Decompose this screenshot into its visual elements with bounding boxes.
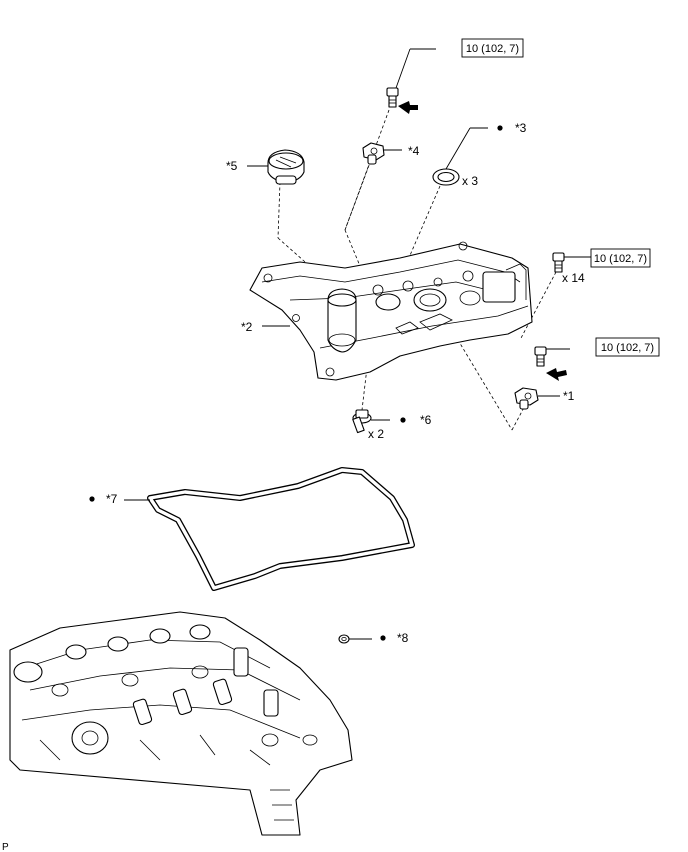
- torque-spec-sensor-bolt: 10 (102, 7): [595, 337, 660, 357]
- oil-filler-cap-icon: [267, 149, 305, 185]
- new-part-dot-icon: [89, 496, 95, 502]
- new-part-dot-icon: [497, 125, 503, 131]
- camshaft-sensor-icon: [514, 387, 539, 410]
- svg-text:10 (102, 7): 10 (102, 7): [601, 342, 654, 354]
- callout-3: *3: [515, 121, 527, 135]
- small-gasket-icon: [338, 634, 350, 644]
- torque-spec-top-bolt: 10 (102, 7): [461, 38, 524, 58]
- svg-text:10 (102, 7): 10 (102, 7): [594, 253, 647, 265]
- cylinder-head-icon: [9, 611, 353, 836]
- front-arrow-icon: [546, 368, 567, 381]
- svg-text:10 (102, 7): 10 (102, 7): [466, 43, 519, 55]
- sensor-bolt-icon: [534, 346, 547, 367]
- front-arrow-icon: [398, 101, 418, 114]
- callout-5: *5: [226, 159, 238, 173]
- callout-2: *2: [241, 320, 253, 334]
- callout-4: *4: [408, 144, 420, 158]
- callout-7: *7: [106, 492, 118, 506]
- new-part-dot-icon: [380, 635, 386, 641]
- top-bolt-icon: [386, 87, 399, 108]
- plug-tube-gasket-icon: [432, 168, 460, 186]
- callout-6: *6: [420, 413, 432, 427]
- washer-bolt-icon: [352, 409, 372, 434]
- torque-spec-side-bolts: 10 (102, 7): [590, 248, 651, 268]
- callout-8: *8: [397, 631, 409, 645]
- new-part-dot-icon: [400, 417, 406, 423]
- corner-code: P: [2, 842, 9, 852]
- qty-gaskets: x 3: [462, 174, 478, 188]
- sensor-upper-icon: [362, 142, 385, 165]
- callout-1: *1: [563, 389, 575, 403]
- cover-bolt-icon: [552, 252, 565, 273]
- cover-gasket-icon: [147, 467, 415, 591]
- qty-cover-bolts: x 14: [562, 271, 585, 285]
- qty-washers: x 2: [368, 427, 384, 441]
- cylinder-head-cover-icon: [249, 241, 533, 381]
